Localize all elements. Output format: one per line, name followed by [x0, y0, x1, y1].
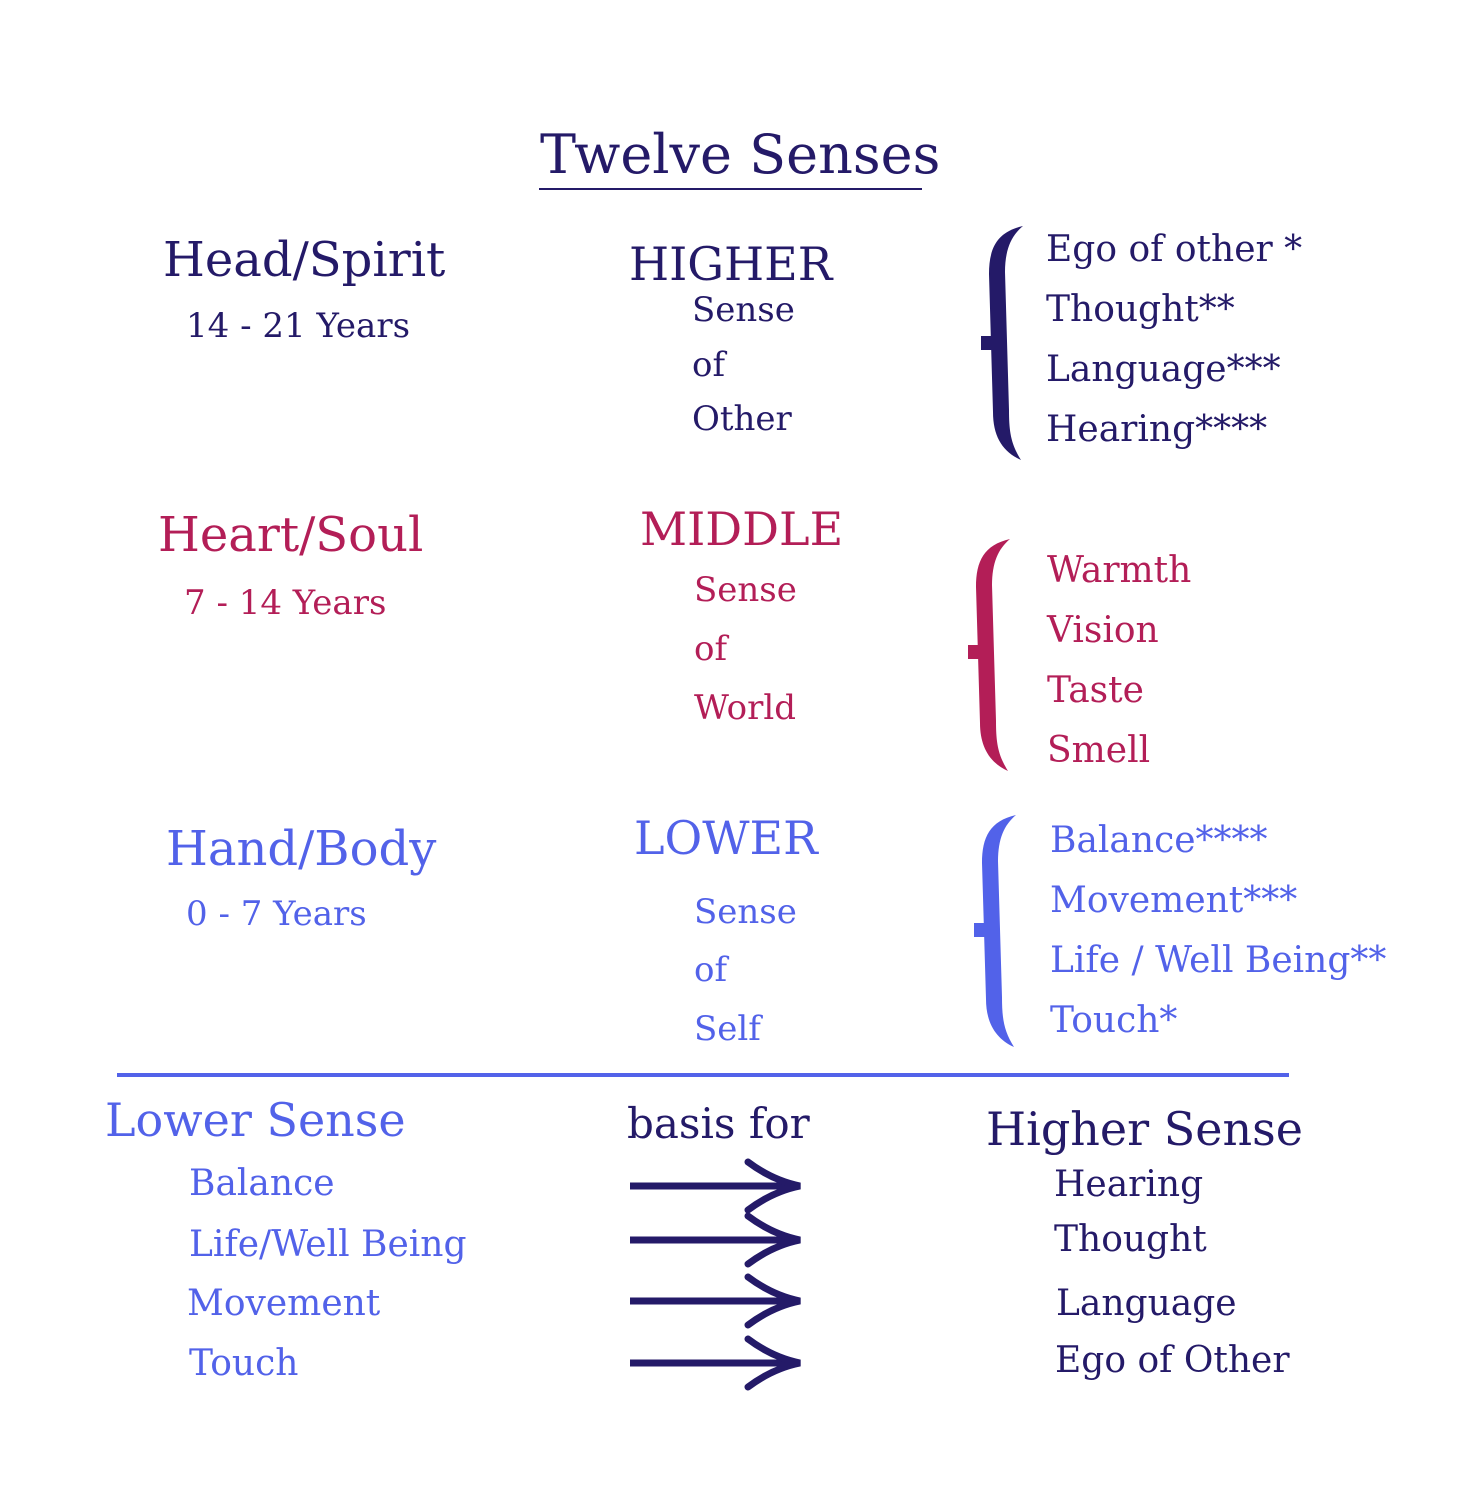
sense-item: Balance****	[1050, 820, 1268, 861]
sense-item: Language***	[1046, 349, 1281, 390]
lower-sense-item: Movement	[187, 1283, 381, 1324]
region-label-spirit: Head/Spirit	[163, 232, 446, 288]
lower-sense-item: Balance	[189, 1163, 335, 1204]
region-label-soul: Heart/Soul	[158, 507, 424, 563]
level-label-middle: MIDDLE	[640, 502, 844, 556]
years-label-soul: 7 - 14 Years	[184, 583, 387, 623]
years-label-body: 0 - 7 Years	[186, 894, 367, 934]
sense-word: of	[694, 950, 728, 990]
lower-sense-item: Touch	[189, 1343, 299, 1384]
higher-sense-heading: Higher Sense	[986, 1102, 1303, 1156]
sense-item: Smell	[1047, 730, 1151, 771]
level-label-higher: HIGHER	[629, 237, 833, 291]
sense-word: Sense	[692, 290, 795, 330]
arrow-life-to-thought	[630, 1212, 801, 1268]
arrow-touch-to-ego	[630, 1335, 801, 1391]
sense-word: Other	[692, 399, 792, 439]
sense-word: Self	[694, 1009, 761, 1049]
sense-word: Sense	[694, 892, 797, 932]
arrow-movement-to-language	[630, 1273, 801, 1329]
higher-sense-item: Ego of Other	[1055, 1340, 1290, 1381]
brace-soul	[968, 539, 1010, 771]
higher-sense-item: Thought	[1054, 1219, 1207, 1260]
sense-item: Warmth	[1047, 550, 1192, 591]
sense-item: Thought**	[1046, 289, 1235, 330]
level-label-lower: LOWER	[634, 811, 818, 865]
higher-sense-item: Hearing	[1054, 1164, 1204, 1205]
title-underline	[539, 188, 922, 190]
sense-word: World	[694, 688, 796, 728]
sense-word: of	[694, 629, 728, 669]
sense-item: Vision	[1047, 610, 1159, 651]
years-label-spirit: 14 - 21 Years	[186, 306, 411, 346]
higher-sense-item: Language	[1056, 1283, 1237, 1324]
sense-item: Touch*	[1050, 1000, 1178, 1041]
brace-body	[974, 815, 1016, 1047]
sense-item: Ego of other *	[1046, 229, 1303, 270]
section-divider	[117, 1073, 1289, 1077]
sense-word: of	[692, 345, 726, 385]
sense-item: Life / Well Being**	[1050, 940, 1387, 981]
arrow-balance-to-hearing	[630, 1158, 801, 1214]
sense-item: Taste	[1047, 670, 1144, 711]
sense-item: Hearing****	[1046, 409, 1268, 450]
lower-sense-heading: Lower Sense	[105, 1093, 406, 1147]
region-label-body: Hand/Body	[166, 821, 437, 877]
diagram-title: Twelve Senses	[540, 123, 941, 186]
brace-spirit	[981, 226, 1023, 460]
sense-item: Movement***	[1050, 880, 1298, 921]
sense-word: Sense	[694, 570, 797, 610]
lower-sense-item: Life/Well Being	[189, 1224, 467, 1265]
basis-for-label: basis for	[627, 1099, 810, 1148]
